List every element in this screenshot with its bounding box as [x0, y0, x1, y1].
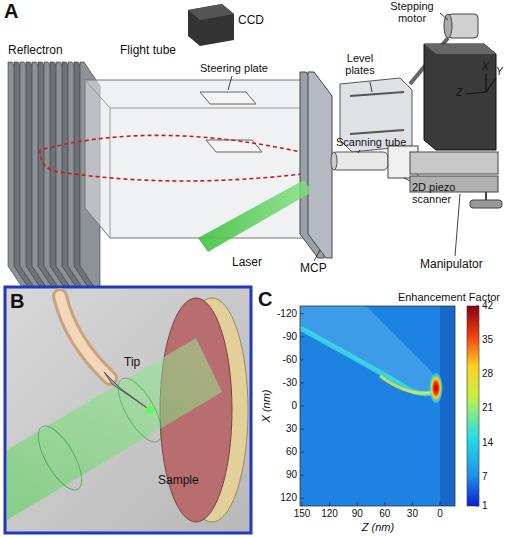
- tick-label: -30: [283, 377, 297, 388]
- axis-triad: [466, 74, 496, 94]
- part-name: Stepping motor: [384, 0, 440, 24]
- panel-letter: A: [4, 0, 18, 22]
- axis-name: Y: [496, 66, 503, 77]
- tick-label: 28: [482, 368, 493, 379]
- tick-label: 90: [352, 508, 363, 519]
- panel-letter: B: [10, 290, 24, 312]
- tick-label: 30: [407, 508, 418, 519]
- mcp-plates: [300, 72, 332, 258]
- tick-label: 120: [280, 492, 297, 503]
- part-name: Level plates: [338, 52, 382, 76]
- panel-letter: C: [258, 288, 272, 310]
- axis-title: X (nm): [260, 390, 272, 423]
- tick-label: 1: [482, 500, 488, 511]
- axis-name: X: [482, 61, 489, 72]
- tick-label: 0: [291, 400, 297, 411]
- laser-beam: [198, 180, 312, 252]
- part-name: Steering plate: [200, 62, 268, 74]
- tick-label: -120: [277, 308, 297, 319]
- ion-path: [40, 135, 318, 181]
- axis-name: Z: [456, 87, 462, 98]
- panel-frame: [5, 287, 251, 533]
- tick-label: -60: [283, 354, 297, 365]
- flight-tube: [85, 80, 330, 238]
- field-map: [300, 306, 455, 506]
- tick-label: 60: [286, 446, 297, 457]
- tip-holder: [60, 296, 154, 414]
- tick-label: 42: [482, 300, 493, 311]
- axis-ticks: [300, 306, 479, 506]
- tick-label: 30: [286, 423, 297, 434]
- scanning-tube: [331, 152, 388, 170]
- laser-beam: [7, 338, 222, 520]
- tick-label: 21: [482, 402, 493, 413]
- manipulator: [410, 44, 502, 208]
- ccd-camera: [188, 4, 234, 46]
- tick-label: 7: [482, 471, 488, 482]
- colorbar: [467, 306, 479, 506]
- part-name: 2D piezo scanner: [412, 181, 472, 205]
- part-name: Reflectron: [8, 44, 63, 57]
- part-name: Sample: [158, 474, 199, 487]
- part-name: Tip: [124, 356, 140, 369]
- leader-lines: [228, 13, 460, 261]
- part-name: MCP: [300, 262, 327, 275]
- tick-label: 150: [294, 508, 311, 519]
- axis-title: Z (nm): [362, 521, 394, 533]
- part-name: Flight tube: [120, 44, 176, 57]
- tick-label: 90: [286, 469, 297, 480]
- tick-label: 0: [437, 508, 443, 519]
- tick-label: 60: [379, 508, 390, 519]
- tick-label: 120: [321, 508, 338, 519]
- part-name: Scanning tube: [336, 136, 406, 148]
- tick-label: -90: [283, 331, 297, 342]
- part-name: Manipulator: [420, 258, 483, 271]
- tick-label: 14: [482, 437, 493, 448]
- tick-label: 35: [482, 334, 493, 345]
- part-name: Laser: [232, 256, 262, 269]
- part-name: CCD: [238, 14, 264, 27]
